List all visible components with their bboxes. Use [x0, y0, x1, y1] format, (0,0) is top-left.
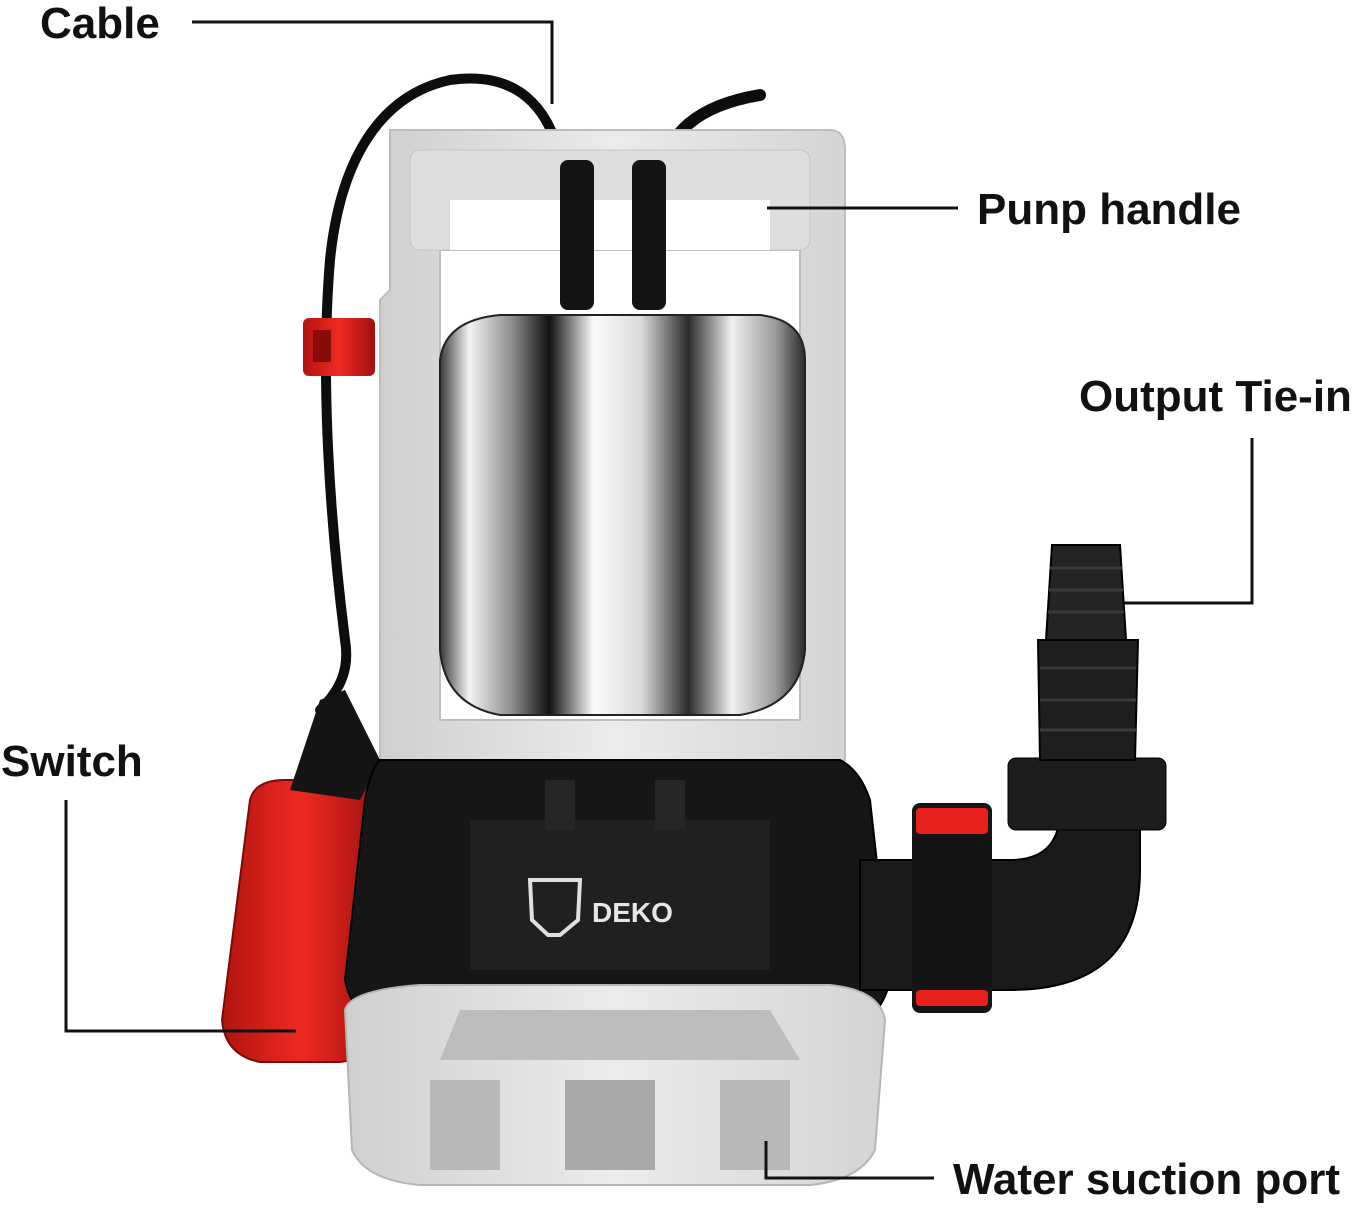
cage-center-slot	[565, 1080, 655, 1170]
power-cable	[315, 73, 570, 715]
callout-label-switch: Switch	[1, 737, 143, 786]
callout-label-pump-handle: Punp handle	[977, 185, 1241, 234]
cage-left-slot	[430, 1080, 500, 1170]
callout-line-output	[1122, 438, 1254, 605]
outlet-clamp	[912, 803, 992, 1013]
base-rib-left	[545, 780, 575, 830]
hose-barb	[1044, 544, 1128, 641]
outlet-nut	[1007, 757, 1167, 831]
outlet-clamp-red-top	[916, 808, 988, 834]
callout-lines	[64, 20, 1254, 1180]
base-panel	[470, 820, 770, 970]
cage-right-slot	[720, 1080, 790, 1170]
cable-clip-slot	[313, 330, 331, 362]
brand-text: DEKO	[592, 897, 673, 928]
float-switch-cap	[290, 690, 380, 800]
cable-grommet-left	[560, 160, 594, 310]
callout-line-switch	[64, 800, 296, 1033]
callout-line-suction	[764, 1141, 934, 1180]
cable-grommet-right	[632, 160, 666, 310]
hose-barb-ridges	[1040, 566, 1136, 732]
deko-logo: DEKO	[527, 878, 673, 937]
base-rib-right	[655, 780, 685, 830]
cage-top-vent	[440, 1010, 800, 1060]
callout-line-cable	[192, 20, 554, 104]
steel-housing	[439, 314, 806, 716]
callout-label-output-tie-in: Output Tie-in	[1079, 372, 1352, 421]
handle-opening	[450, 200, 770, 250]
outlet-clamp-red-bottom	[916, 990, 988, 1006]
callout-label-water-suction-port: Water suction port	[953, 1155, 1341, 1204]
callout-label-cable: Cable	[40, 0, 160, 48]
